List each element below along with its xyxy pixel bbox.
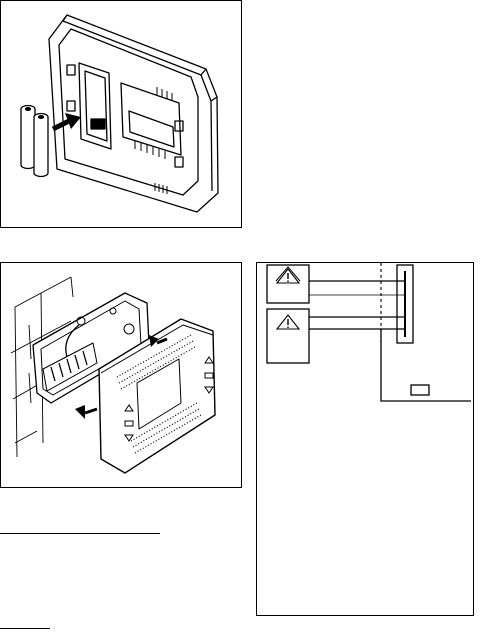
- wall-mounting-figure: [0, 262, 242, 488]
- battery-installation-figure: [0, 0, 242, 228]
- wall-mounting-drawing: [1, 263, 241, 487]
- battery-installation-drawing: [1, 1, 241, 227]
- mount-arrow-icon: [75, 405, 97, 419]
- ground-resistor: [411, 385, 429, 395]
- footer-rule: [0, 628, 50, 629]
- warning-icon: [277, 315, 299, 329]
- warning-box-1: [267, 265, 309, 303]
- warning-box-2: [267, 309, 309, 363]
- wiring-diagram-figure: [256, 262, 474, 616]
- wiring-diagram-drawing: [257, 263, 473, 615]
- warning-icon: [276, 267, 300, 283]
- section-rule: [0, 533, 160, 534]
